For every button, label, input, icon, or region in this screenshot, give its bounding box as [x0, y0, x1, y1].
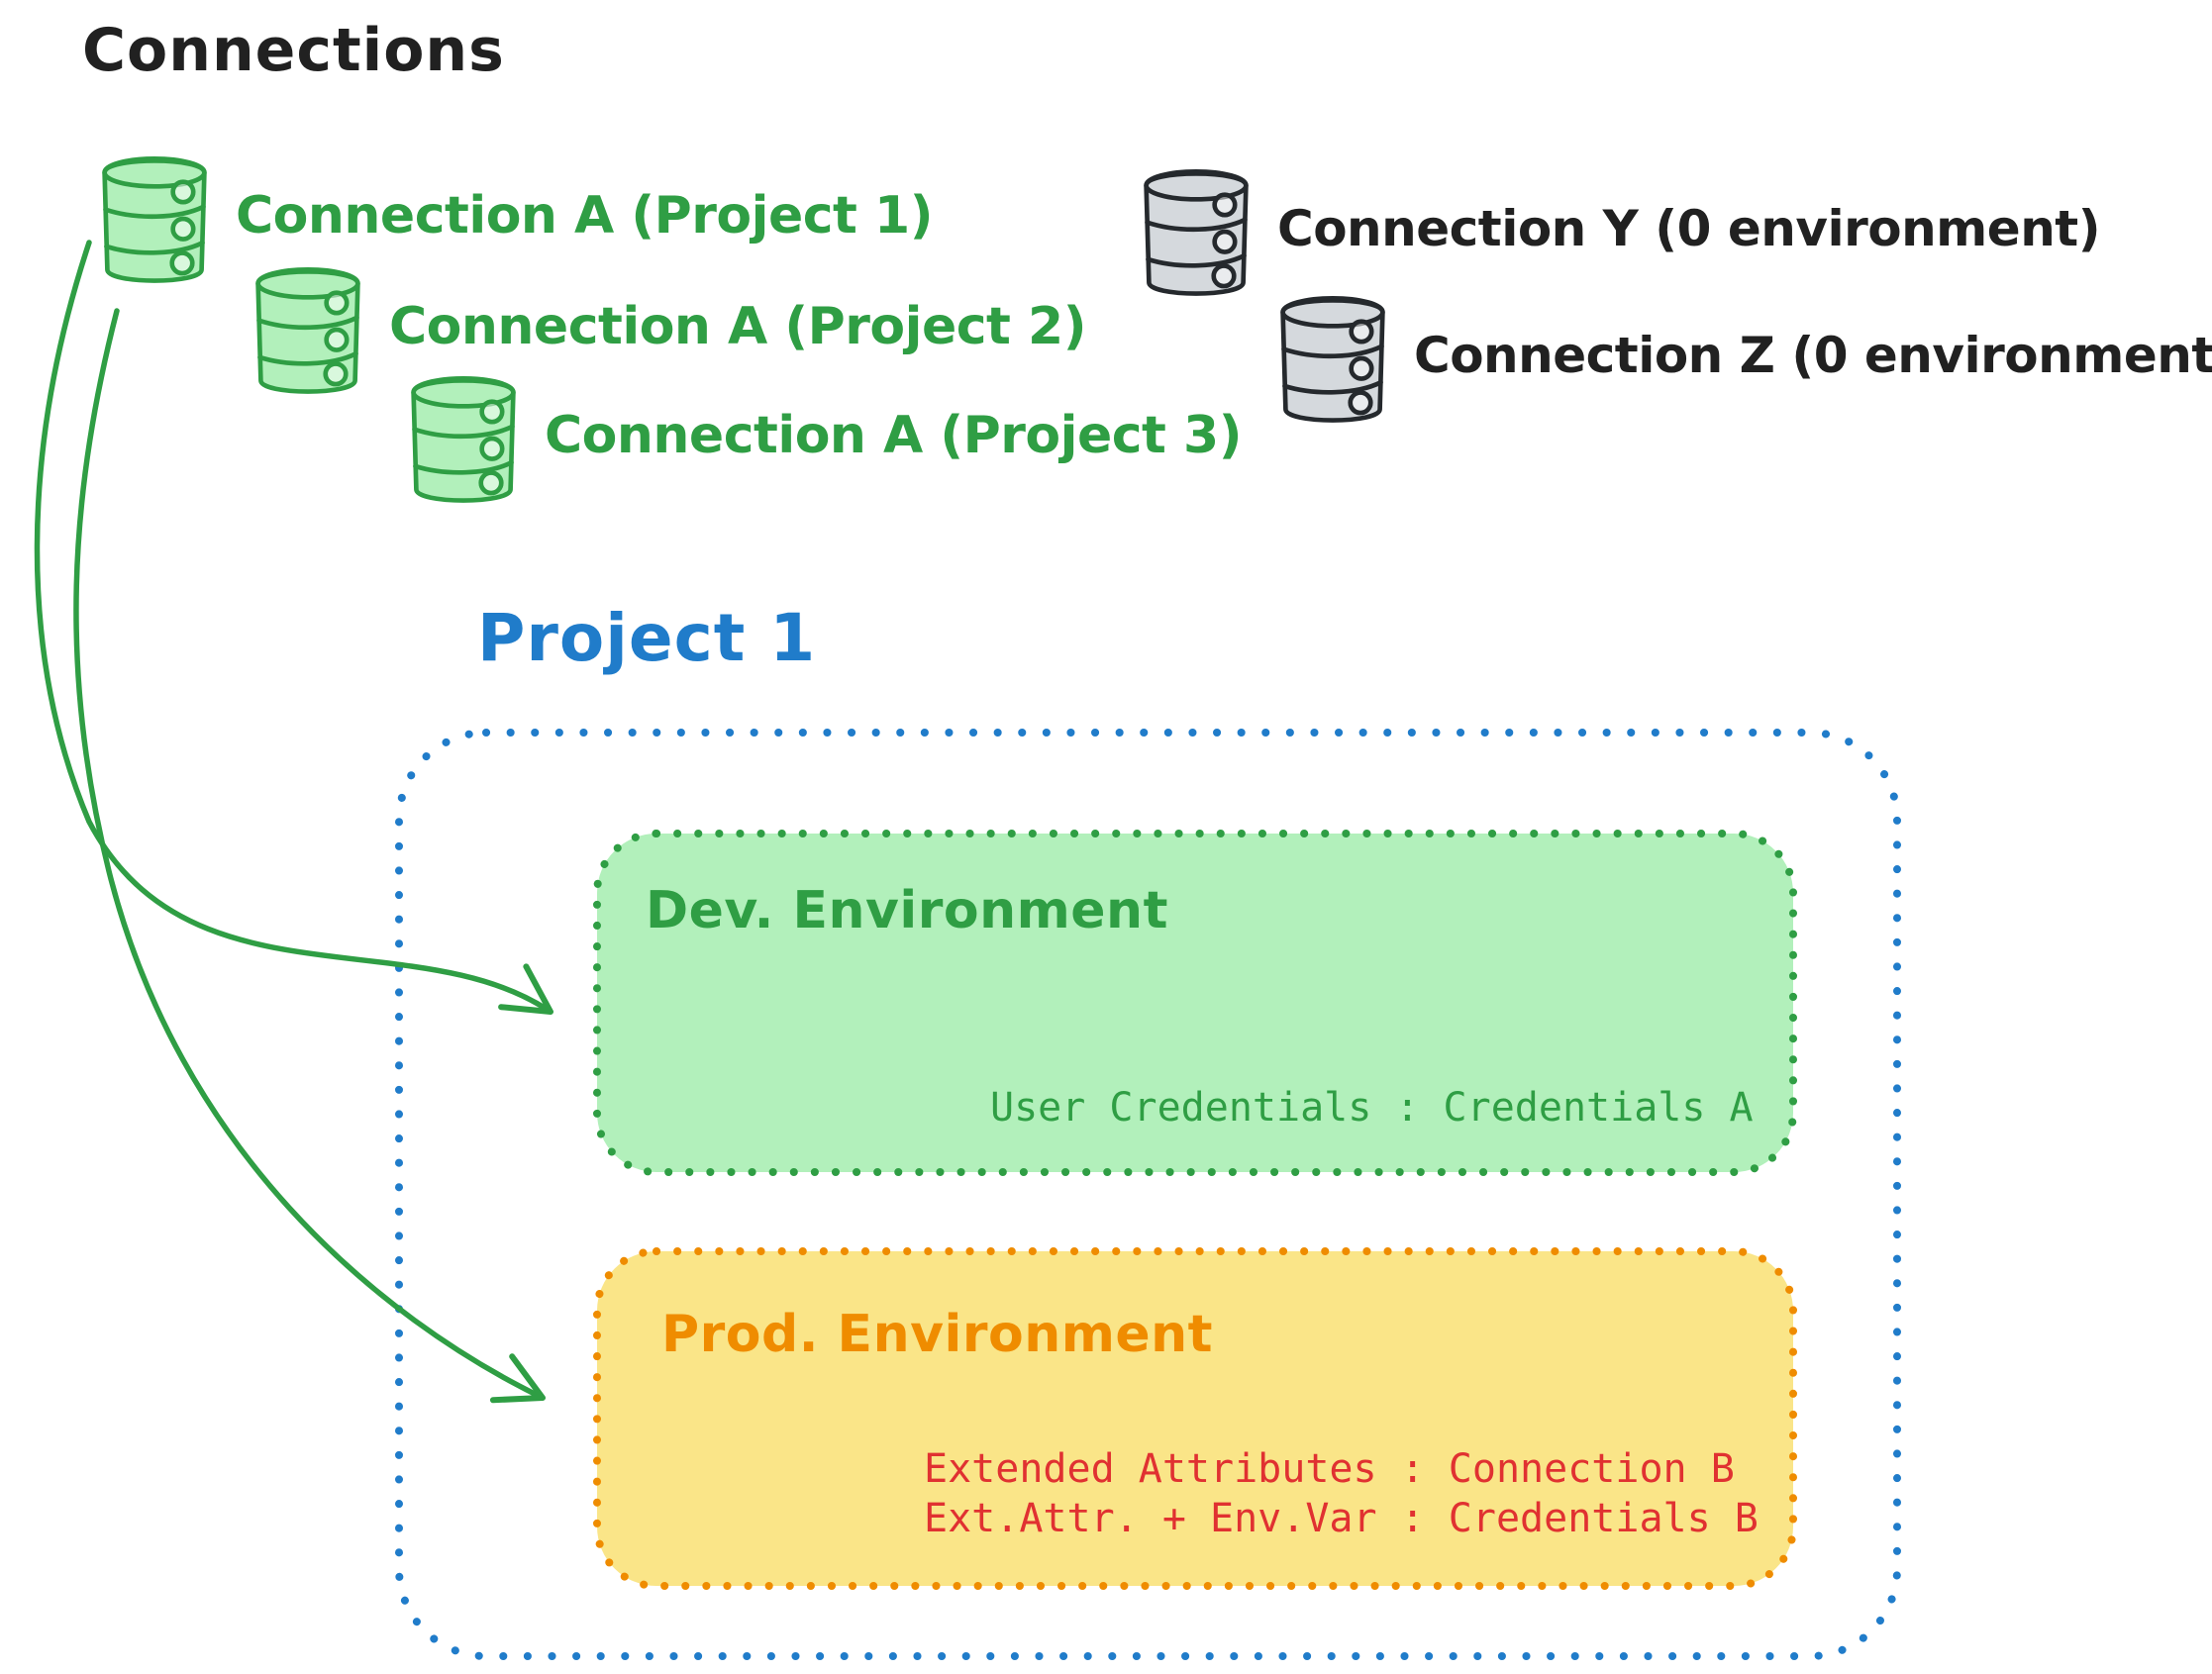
arrow-connection-to-prod	[73, 308, 546, 1404]
database-icon	[99, 148, 210, 289]
database-icon	[1277, 288, 1388, 429]
connection-label: Connection A (Project 1)	[236, 186, 933, 246]
arrow-connection-to-dev	[34, 240, 553, 1015]
dev-credentials-text: User Credentials : Credentials A	[990, 1085, 1754, 1131]
prod-environment-box	[593, 1247, 1797, 1590]
prod-ext-attr-env-var-text: Ext.Attr. + Env.Var : Credentials B	[924, 1496, 1759, 1541]
prod-environment-title: Prod. Environment	[661, 1305, 1214, 1364]
dev-environment-box	[593, 830, 1797, 1176]
connection-a-project-1: Connection A (Project 1)	[99, 148, 933, 289]
connection-z: Connection Z (0 environment)	[1277, 288, 2212, 429]
prod-extended-attributes-text: Extended Attributes : Connection B	[924, 1446, 1735, 1492]
project-title: Project 1	[477, 600, 817, 676]
diagram-title: Connections	[82, 16, 505, 85]
connection-label: Connection Z (0 environment)	[1414, 327, 2212, 384]
dev-environment-title: Dev. Environment	[646, 881, 1168, 940]
database-icon	[1141, 161, 1252, 302]
connection-a-project-2: Connection A (Project 2)	[252, 259, 1086, 400]
connection-label: Connection A (Project 3)	[545, 406, 1242, 465]
connection-y: Connection Y (0 environment)	[1141, 161, 2101, 302]
database-icon	[408, 368, 519, 509]
connection-label: Connection A (Project 2)	[389, 297, 1086, 356]
database-icon	[252, 259, 363, 400]
connection-a-project-3: Connection A (Project 3)	[408, 368, 1242, 509]
connection-label: Connection Y (0 environment)	[1277, 200, 2101, 257]
